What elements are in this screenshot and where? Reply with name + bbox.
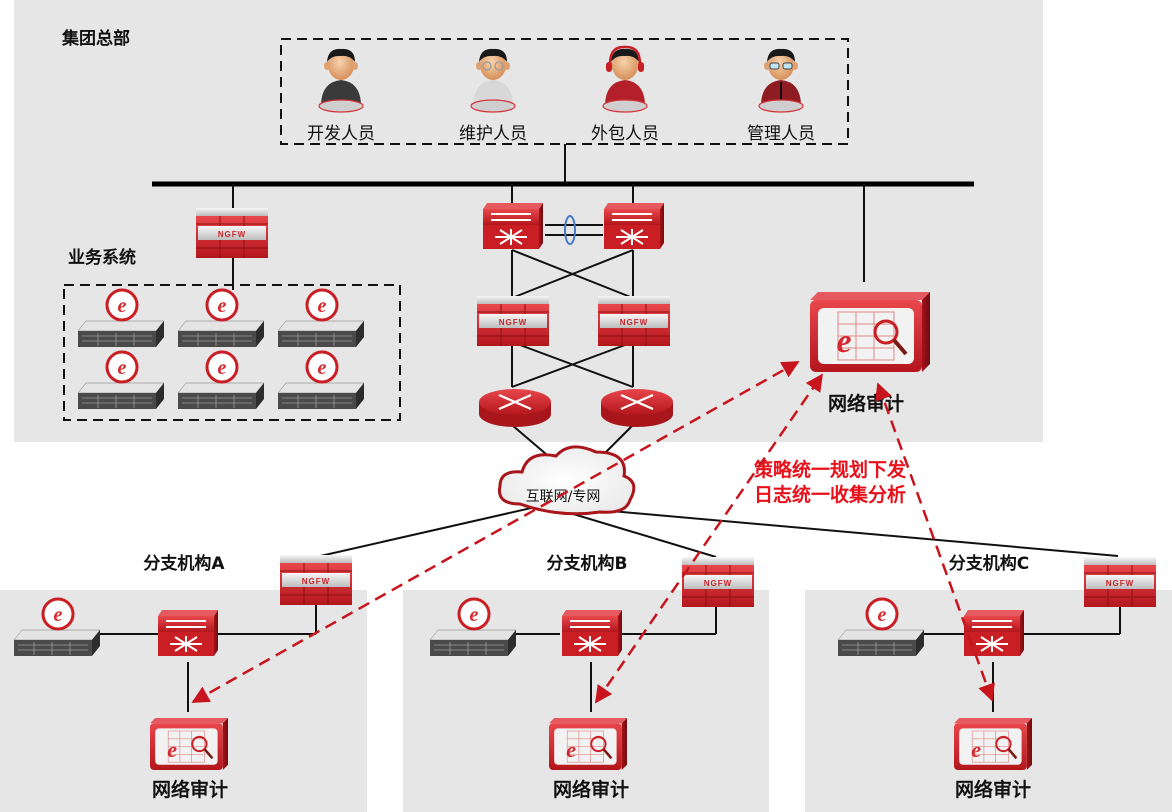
branch-a-title: 分支机构A xyxy=(143,553,225,574)
cloud-label: 互联网/专网 xyxy=(526,489,601,505)
branch-c-audit-label: 网络审计 xyxy=(955,778,1031,801)
ngfw-label: NGFW xyxy=(499,318,527,327)
branch-c-switch xyxy=(963,609,1025,657)
flow-branch-b xyxy=(594,373,824,704)
user-label: 管理人员 xyxy=(747,124,815,144)
branch-c-firewall: NGFW xyxy=(1083,556,1157,608)
branch-a-firewall: NGFW xyxy=(279,554,353,606)
user-label: 外包人员 xyxy=(591,124,659,144)
branch-b-title: 分支机构B xyxy=(547,553,628,574)
user-outsourced: 外包人员 xyxy=(591,45,659,144)
ngfw-label: NGFW xyxy=(620,318,648,327)
user-maintenance: 维护人员 xyxy=(459,48,527,144)
hq-audit-appliance xyxy=(808,290,932,374)
branch-b-switch xyxy=(561,609,623,657)
border-router-1 xyxy=(477,387,553,429)
business-firewall: NGFW xyxy=(195,207,269,259)
ngfw-label: NGFW xyxy=(302,577,330,586)
policy-annotation: 策略统一规划下发 xyxy=(754,458,907,481)
business-systems-title: 业务系统 xyxy=(68,247,136,268)
core-switch-2 xyxy=(603,202,665,250)
ngfw-label: NGFW xyxy=(1106,579,1134,588)
user-manager: 管理人员 xyxy=(747,48,815,144)
border-router-2 xyxy=(599,387,675,429)
ngfw-label: NGFW xyxy=(218,230,246,239)
user-developer: 开发人员 xyxy=(307,48,375,144)
branch-b-audit-label: 网络审计 xyxy=(553,778,629,801)
wan-links xyxy=(315,505,1119,558)
log-annotation: 日志统一收集分析 xyxy=(754,483,906,506)
branch-c-audit xyxy=(952,716,1034,772)
branch-b-audit xyxy=(547,716,629,772)
branch-b-firewall: NGFW xyxy=(681,556,755,608)
hq-audit-label: 网络审计 xyxy=(828,392,904,415)
maintenance-user-icon xyxy=(473,80,513,104)
core-switch-1 xyxy=(482,202,544,250)
core-firewall-2: NGFW xyxy=(597,295,671,347)
developer-user-icon xyxy=(321,80,361,104)
branch-a-audit xyxy=(148,716,230,772)
branch-c-title: 分支机构C xyxy=(949,553,1029,574)
ngfw-label: NGFW xyxy=(704,579,732,588)
branch-a-audit-label: 网络审计 xyxy=(152,778,228,801)
core-firewall-1: NGFW xyxy=(476,295,550,347)
user-label: 开发人员 xyxy=(307,124,375,144)
management-flows xyxy=(191,360,995,704)
branch-a-switch xyxy=(157,609,219,657)
outsourced-user-icon xyxy=(605,80,645,104)
business-systems-box xyxy=(63,284,401,421)
user-label: 维护人员 xyxy=(459,124,527,144)
link-aggregation-icon xyxy=(564,215,576,245)
internet-cloud: 互联网/专网 xyxy=(497,445,636,516)
headquarters-title: 集团总部 xyxy=(61,28,130,49)
